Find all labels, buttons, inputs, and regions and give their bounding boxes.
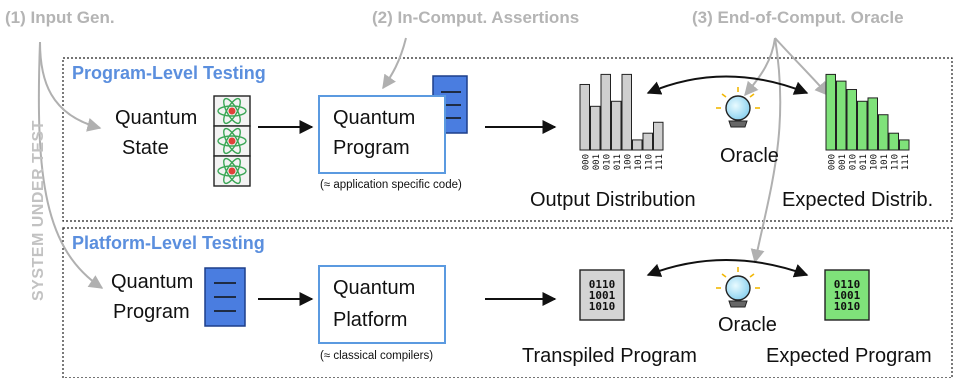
program-level-title: Program-Level Testing [72, 63, 266, 83]
bitstring-label: 111 [655, 154, 665, 170]
quantum-program-label-line1: Quantum [111, 271, 194, 293]
quantum-program-box-line1: Quantum [333, 107, 416, 129]
binary-line: 0110 [589, 278, 616, 291]
histogram-bar [878, 114, 889, 151]
oracle-icon [716, 87, 760, 128]
bitstring-label: 010 [602, 154, 612, 170]
platform-level-frame [62, 227, 953, 378]
bitstring-label: 011 [613, 154, 623, 170]
histogram-bar [846, 89, 857, 151]
histogram-bar [888, 132, 899, 151]
histogram-bar [642, 132, 653, 151]
platform-box-note: (≈ classical compilers) [320, 350, 434, 362]
atom-icon [213, 125, 251, 157]
bitstring-label: 010 [848, 154, 858, 170]
output-distribution-label: Output Distribution [530, 189, 696, 211]
bitstring-label: 101 [634, 154, 644, 170]
oracle-label: Oracle [720, 145, 779, 167]
quantum-platform-box-line2: Platform [333, 309, 408, 331]
input-gen-header: (1) Input Gen. [5, 8, 115, 27]
system-under-test-label: SYSTEM UNDER TEST [30, 120, 47, 301]
binary-line: 1010 [834, 300, 861, 313]
quantum-platform-box-line1: Quantum [333, 277, 416, 299]
oracle-label: Oracle [718, 314, 777, 336]
histogram-bar [600, 73, 611, 151]
binary-line: 0110 [834, 278, 861, 291]
bitstring-label: 000 [581, 154, 591, 170]
histogram-bar [867, 97, 878, 151]
histogram-bar [579, 83, 590, 151]
document-icon [204, 267, 246, 327]
binary-line: 1001 [589, 289, 616, 302]
quantum-state-icon [213, 95, 251, 187]
histogram-bar [836, 80, 847, 151]
quantum-program-label-line2: Program [113, 301, 190, 323]
end-comput-header: (3) End-of-Comput. Oracle [692, 8, 904, 27]
flow-arrows [258, 75, 809, 306]
quantum-state-label-line1: Quantum [115, 107, 198, 129]
platform-level-title: Platform-Level Testing [72, 233, 265, 253]
atom-icon [213, 95, 251, 127]
bitstring-label: 101 [880, 154, 890, 170]
atom-icon [213, 155, 251, 187]
histogram-bar [857, 100, 868, 151]
bitstring-label: 001 [592, 154, 602, 170]
histogram-bar [590, 105, 601, 151]
bitstring-label: 011 [859, 154, 869, 170]
histogram-bar [632, 139, 643, 151]
bitstring-label: 100 [623, 154, 633, 170]
bitstring-label: 110 [644, 154, 654, 170]
bitstring-label: 110 [890, 154, 900, 170]
binary-line: 1001 [834, 289, 861, 302]
histogram-bar [621, 73, 632, 151]
histogram-bar [653, 121, 664, 151]
binary-line: 1010 [589, 300, 616, 313]
expected-distribution-label: Expected Distrib. [782, 189, 934, 211]
program-level-frame [62, 57, 953, 222]
expected-program-label: Expected Program [766, 345, 932, 367]
input-gen-pointers [37, 41, 104, 289]
histogram-bar [899, 139, 910, 151]
quantum-state-label-line2: State [122, 137, 169, 159]
quantum-program-box-line2: Program [333, 137, 410, 159]
program-box-note: (≈ application specific code) [320, 179, 462, 191]
in-comput-header: (2) In-Comput. Assertions [372, 8, 580, 27]
in-comput-pointer [382, 37, 407, 90]
quantum-platform-box [318, 265, 446, 344]
chip-body [579, 269, 625, 321]
histogram-bar [611, 100, 622, 151]
chip-body [824, 269, 870, 321]
bitstring-label: 111 [901, 154, 911, 170]
transpiled-program-label: Transpiled Program [522, 345, 697, 367]
quantum-program-box [318, 95, 446, 174]
oracle-icon [716, 267, 760, 308]
bitstring-label: 000 [827, 154, 837, 170]
bitstring-label: 100 [869, 154, 879, 170]
bitstring-label: 001 [838, 154, 848, 170]
histogram-bar [825, 73, 836, 151]
